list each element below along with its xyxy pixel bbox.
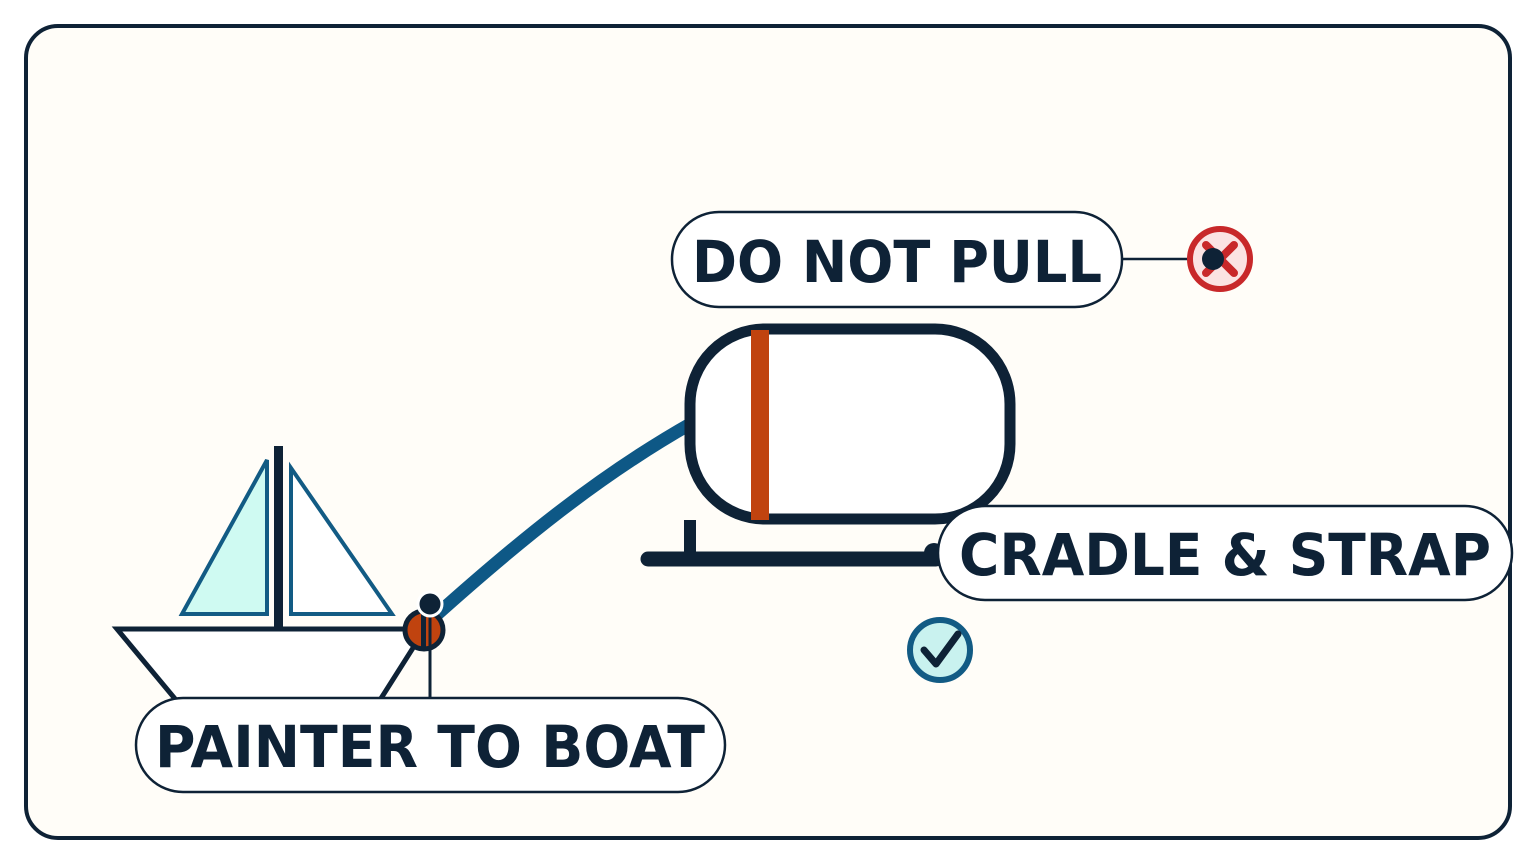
painter-label-box: [134, 696, 727, 794]
prohibited-x-icon: [1187, 226, 1253, 292]
boat-sail-left: [178, 459, 269, 616]
boat-sail-right: [289, 461, 396, 616]
fender-strap: [751, 330, 769, 520]
cradle-strap-label: CRADLE & STRAP: [959, 521, 1491, 589]
cradle-post: [684, 520, 696, 560]
cradle-strap-label-box: [936, 504, 1514, 602]
painter-label: PAINTER TO BOAT: [155, 713, 705, 781]
painter-rope: [426, 416, 699, 625]
bow-cleat-divider: [421, 612, 426, 648]
fender-on-cradle: [640, 323, 1016, 567]
fender-body: [684, 323, 1016, 525]
boat-mast: [274, 446, 283, 632]
check-circle-icon: [907, 617, 973, 683]
do-not-pull-label: DO NOT PULL: [692, 228, 1102, 296]
painter-leader-dot: [416, 590, 444, 618]
